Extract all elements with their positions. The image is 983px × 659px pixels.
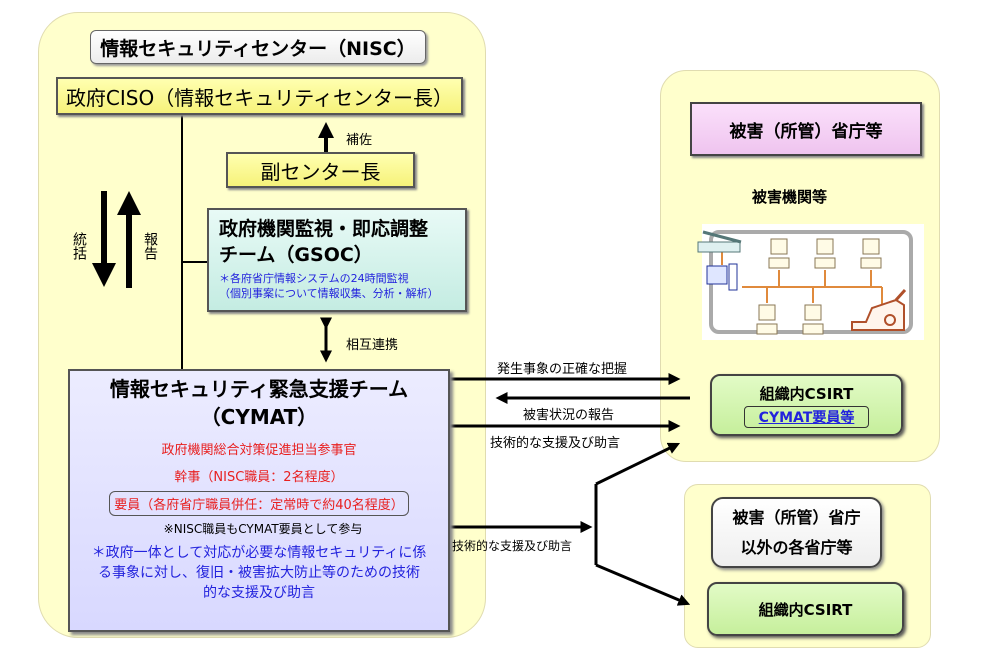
support-label-1: 技術的な支援及び助言: [490, 436, 621, 451]
nisc-title: 情報セキュリティセンター（NISC）: [90, 30, 426, 64]
cymat-secretary: 幹事（NISC職員：2名程度）: [174, 470, 344, 485]
report-label: 報告: [142, 232, 158, 260]
cymat-box: 情報セキュリティ緊急支援チーム （CYMAT） 政府機関総合対策促進担当参事官 …: [68, 369, 450, 632]
other-line-1: 被害（所管）省庁: [732, 507, 861, 527]
gsoc-title-1: 政府機関監視・即応調整: [219, 218, 429, 240]
other-line-2: 以外の各省庁等: [740, 537, 853, 557]
cymat-members-badge: CYMAT要員等: [743, 405, 870, 428]
ciso-box: 政府CISO（情報セキュリティセンター長）: [56, 77, 463, 115]
network-illustration: [697, 224, 924, 340]
cymat-title-1: 情報セキュリティ緊急支援チーム: [109, 377, 409, 401]
grasp-label: 発生事象の正確な把握: [497, 362, 628, 377]
victim-csirt-label: 組織内CSIRT: [759, 384, 854, 403]
cymat-purpose-2: る事象に対し、復旧・被害拡大防止等のための技術: [98, 565, 420, 581]
gsoc-title-2: チーム（GSOC）: [219, 244, 373, 266]
cymat-title-2: （CYMAT）: [200, 405, 318, 429]
cymat-purpose-3: 的な支援及び助言: [203, 585, 315, 601]
cymat-counselor: 政府機関総合対策促進担当参事官: [161, 443, 357, 458]
cymat-nisc-note: ※NISC職員もCYMAT要員として参与: [163, 522, 363, 536]
branch-arrow-down: [595, 563, 691, 606]
assist-label: 補佐: [346, 133, 373, 148]
damage-report-label: 被害状況の報告: [523, 408, 615, 423]
other-csirt-box: 組織内CSIRT: [707, 582, 904, 636]
cymat-purpose-1: ＊政府一体として対応が必要な情報セキュリティに係: [91, 545, 427, 561]
cymat-members: 要員（各府省庁職員併任：定常時で約40名程度）: [109, 491, 409, 516]
gsoc-note-1: ＊各府省庁情報システムの24時間監視: [219, 272, 409, 285]
gsoc-note-2: （個別事案について情報収集、分析・解析）: [219, 287, 439, 300]
branch-arrow-up: [595, 442, 681, 486]
other-csirt-label: 組織内CSIRT: [758, 600, 853, 619]
victim-csirt-box: 組織内CSIRT CYMAT要員等: [710, 374, 903, 436]
mutual-label: 相互連携: [346, 338, 399, 353]
support-label-2: 技術的な支援及び助言: [452, 539, 573, 553]
victim-ministry-box: 被害（所管）省庁等: [690, 102, 922, 156]
victim-org-label: 被害機関等: [752, 188, 828, 206]
gsoc-box: 政府機関監視・即応調整 チーム（GSOC） ＊各府省庁情報システムの24時間監視…: [207, 208, 467, 312]
oversee-label: 統括: [71, 232, 87, 260]
other-ministries-box: 被害（所管）省庁 以外の各省庁等: [711, 497, 882, 568]
deputy-director-box: 副センター長: [226, 152, 415, 188]
